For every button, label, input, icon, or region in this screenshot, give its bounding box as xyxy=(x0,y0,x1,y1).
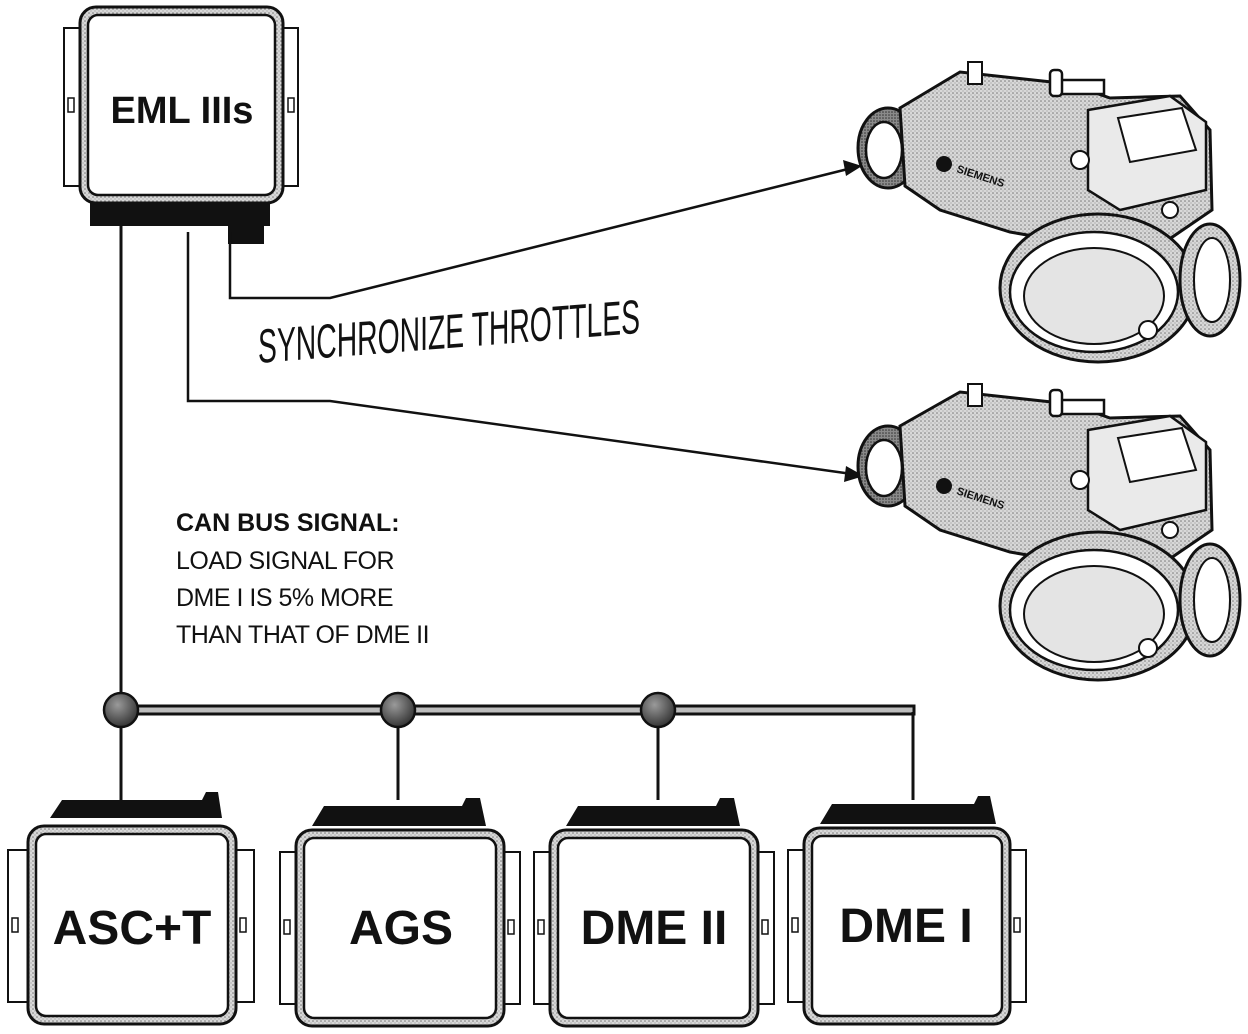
eml-wires xyxy=(119,160,864,700)
bus-node-dme2 xyxy=(639,691,677,729)
asc-module-label: ASC+T xyxy=(53,902,212,955)
bus-node-asc xyxy=(102,691,140,729)
can-bus-annotation: CAN BUS SIGNAL: LOAD SIGNAL FOR DME I IS… xyxy=(176,509,430,649)
throttle-body-lower: SIEMENS xyxy=(856,383,1242,682)
eml-module-label: EML IIIs xyxy=(111,90,254,132)
dme2-module-label: DME II xyxy=(581,902,728,955)
eml-module: EML IIIs xyxy=(63,5,299,244)
dme1-module-label: DME I xyxy=(839,900,972,953)
can-bus-title: CAN BUS SIGNAL: xyxy=(176,509,400,537)
ags-module-label: AGS xyxy=(349,902,453,955)
asc-module: ASC+T xyxy=(7,792,255,1026)
dme1-module: DME I xyxy=(787,796,1027,1026)
can-bus-line-2: DME I IS 5% MORE xyxy=(176,584,393,612)
ags-module: AGS xyxy=(279,798,521,1028)
can-bus xyxy=(102,691,916,800)
can-bus-line-1: LOAD SIGNAL FOR xyxy=(176,547,394,575)
can-bus-line-3: THAN THAT OF DME II xyxy=(176,621,429,649)
sync-annotation: SYNCHRONIZE THROTTLES xyxy=(258,290,640,374)
bus-node-ags xyxy=(379,691,417,729)
dme2-module: DME II xyxy=(533,798,775,1028)
throttle-body-upper: SIEMENS xyxy=(856,61,1242,364)
synchronize-throttles-text: SYNCHRONIZE THROTTLES xyxy=(258,290,640,374)
